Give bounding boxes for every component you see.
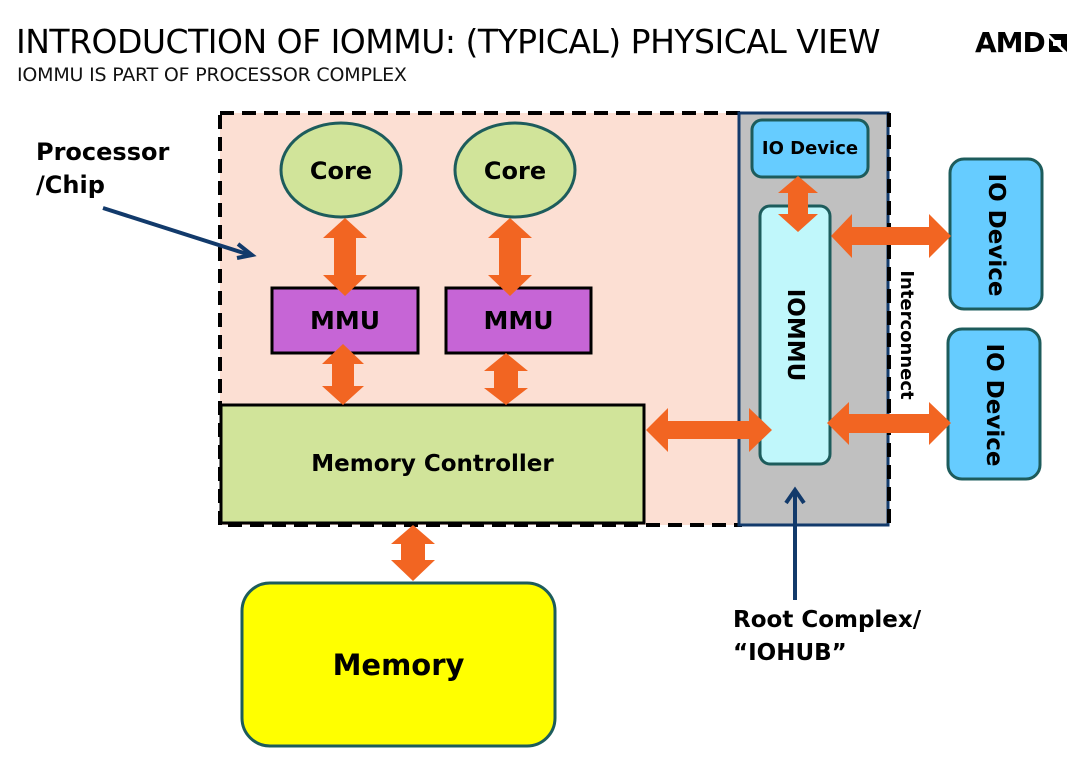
external-io-device-1-label: IO Device xyxy=(983,173,1009,297)
internal-io-device-label: IO Device xyxy=(761,138,859,159)
external-io-device-1-box xyxy=(948,157,1044,311)
processor-pointer-line xyxy=(102,206,251,257)
amd-logo: AMD xyxy=(975,26,1069,59)
core-2 xyxy=(453,121,577,219)
arrow-mmu2-memctrl xyxy=(484,353,528,405)
mmu-1-label: MMU xyxy=(309,306,381,335)
mmu-2 xyxy=(444,286,593,355)
processor-chip-label: Processor /Chip xyxy=(36,136,169,202)
arrow-memctrl-memory xyxy=(391,525,435,581)
external-io-device-2-label: IO Device xyxy=(981,343,1007,467)
arrow-core1-mmu1 xyxy=(323,218,367,296)
arrow-iommu-iodevice1 xyxy=(831,214,951,258)
memory-label: Memory xyxy=(332,647,465,682)
arrow-memctrl-iommu xyxy=(646,408,772,452)
core-2-label: Core xyxy=(483,157,547,185)
logo-text: AMD xyxy=(975,26,1046,59)
arrow-core2-mmu2 xyxy=(488,218,532,296)
amd-arrow-logo-icon xyxy=(1048,33,1067,52)
internal-io-device-box xyxy=(750,118,870,179)
arrow-mmu1-memctrl xyxy=(322,344,364,405)
arrow-iommu-iodevice2 xyxy=(827,402,951,445)
memory-controller-label: Memory Controller xyxy=(311,451,554,477)
rootcomplex-pointer-head xyxy=(784,486,806,505)
processor-pointer-head xyxy=(236,242,257,260)
core-1 xyxy=(279,121,403,219)
processor-label-line1: Processor xyxy=(36,138,170,166)
core-1-label: Core xyxy=(309,157,373,185)
root-complex-line2: “IOHUB” xyxy=(733,640,847,666)
processor-label-line2: /Chip xyxy=(36,171,105,199)
mmu-2-label: MMU xyxy=(483,306,554,335)
interconnect-label: Interconnect xyxy=(896,270,918,400)
root-complex-line1: Root Complex/ xyxy=(733,607,922,633)
slide-subtitle: IOMMU IS PART OF PROCESSOR COMPLEX xyxy=(17,64,407,86)
memory-controller-box xyxy=(219,403,646,525)
arrow-iodevice-iommu xyxy=(778,176,818,232)
root-complex-label: Root Complex/ “IOHUB” xyxy=(733,604,921,670)
slide-title: INTRODUCTION OF IOMMU: (TYPICAL) PHYSICA… xyxy=(16,22,881,61)
external-io-device-2-box xyxy=(946,327,1042,481)
iommu-label: IOMMU xyxy=(782,288,808,382)
memory-box xyxy=(240,581,557,748)
